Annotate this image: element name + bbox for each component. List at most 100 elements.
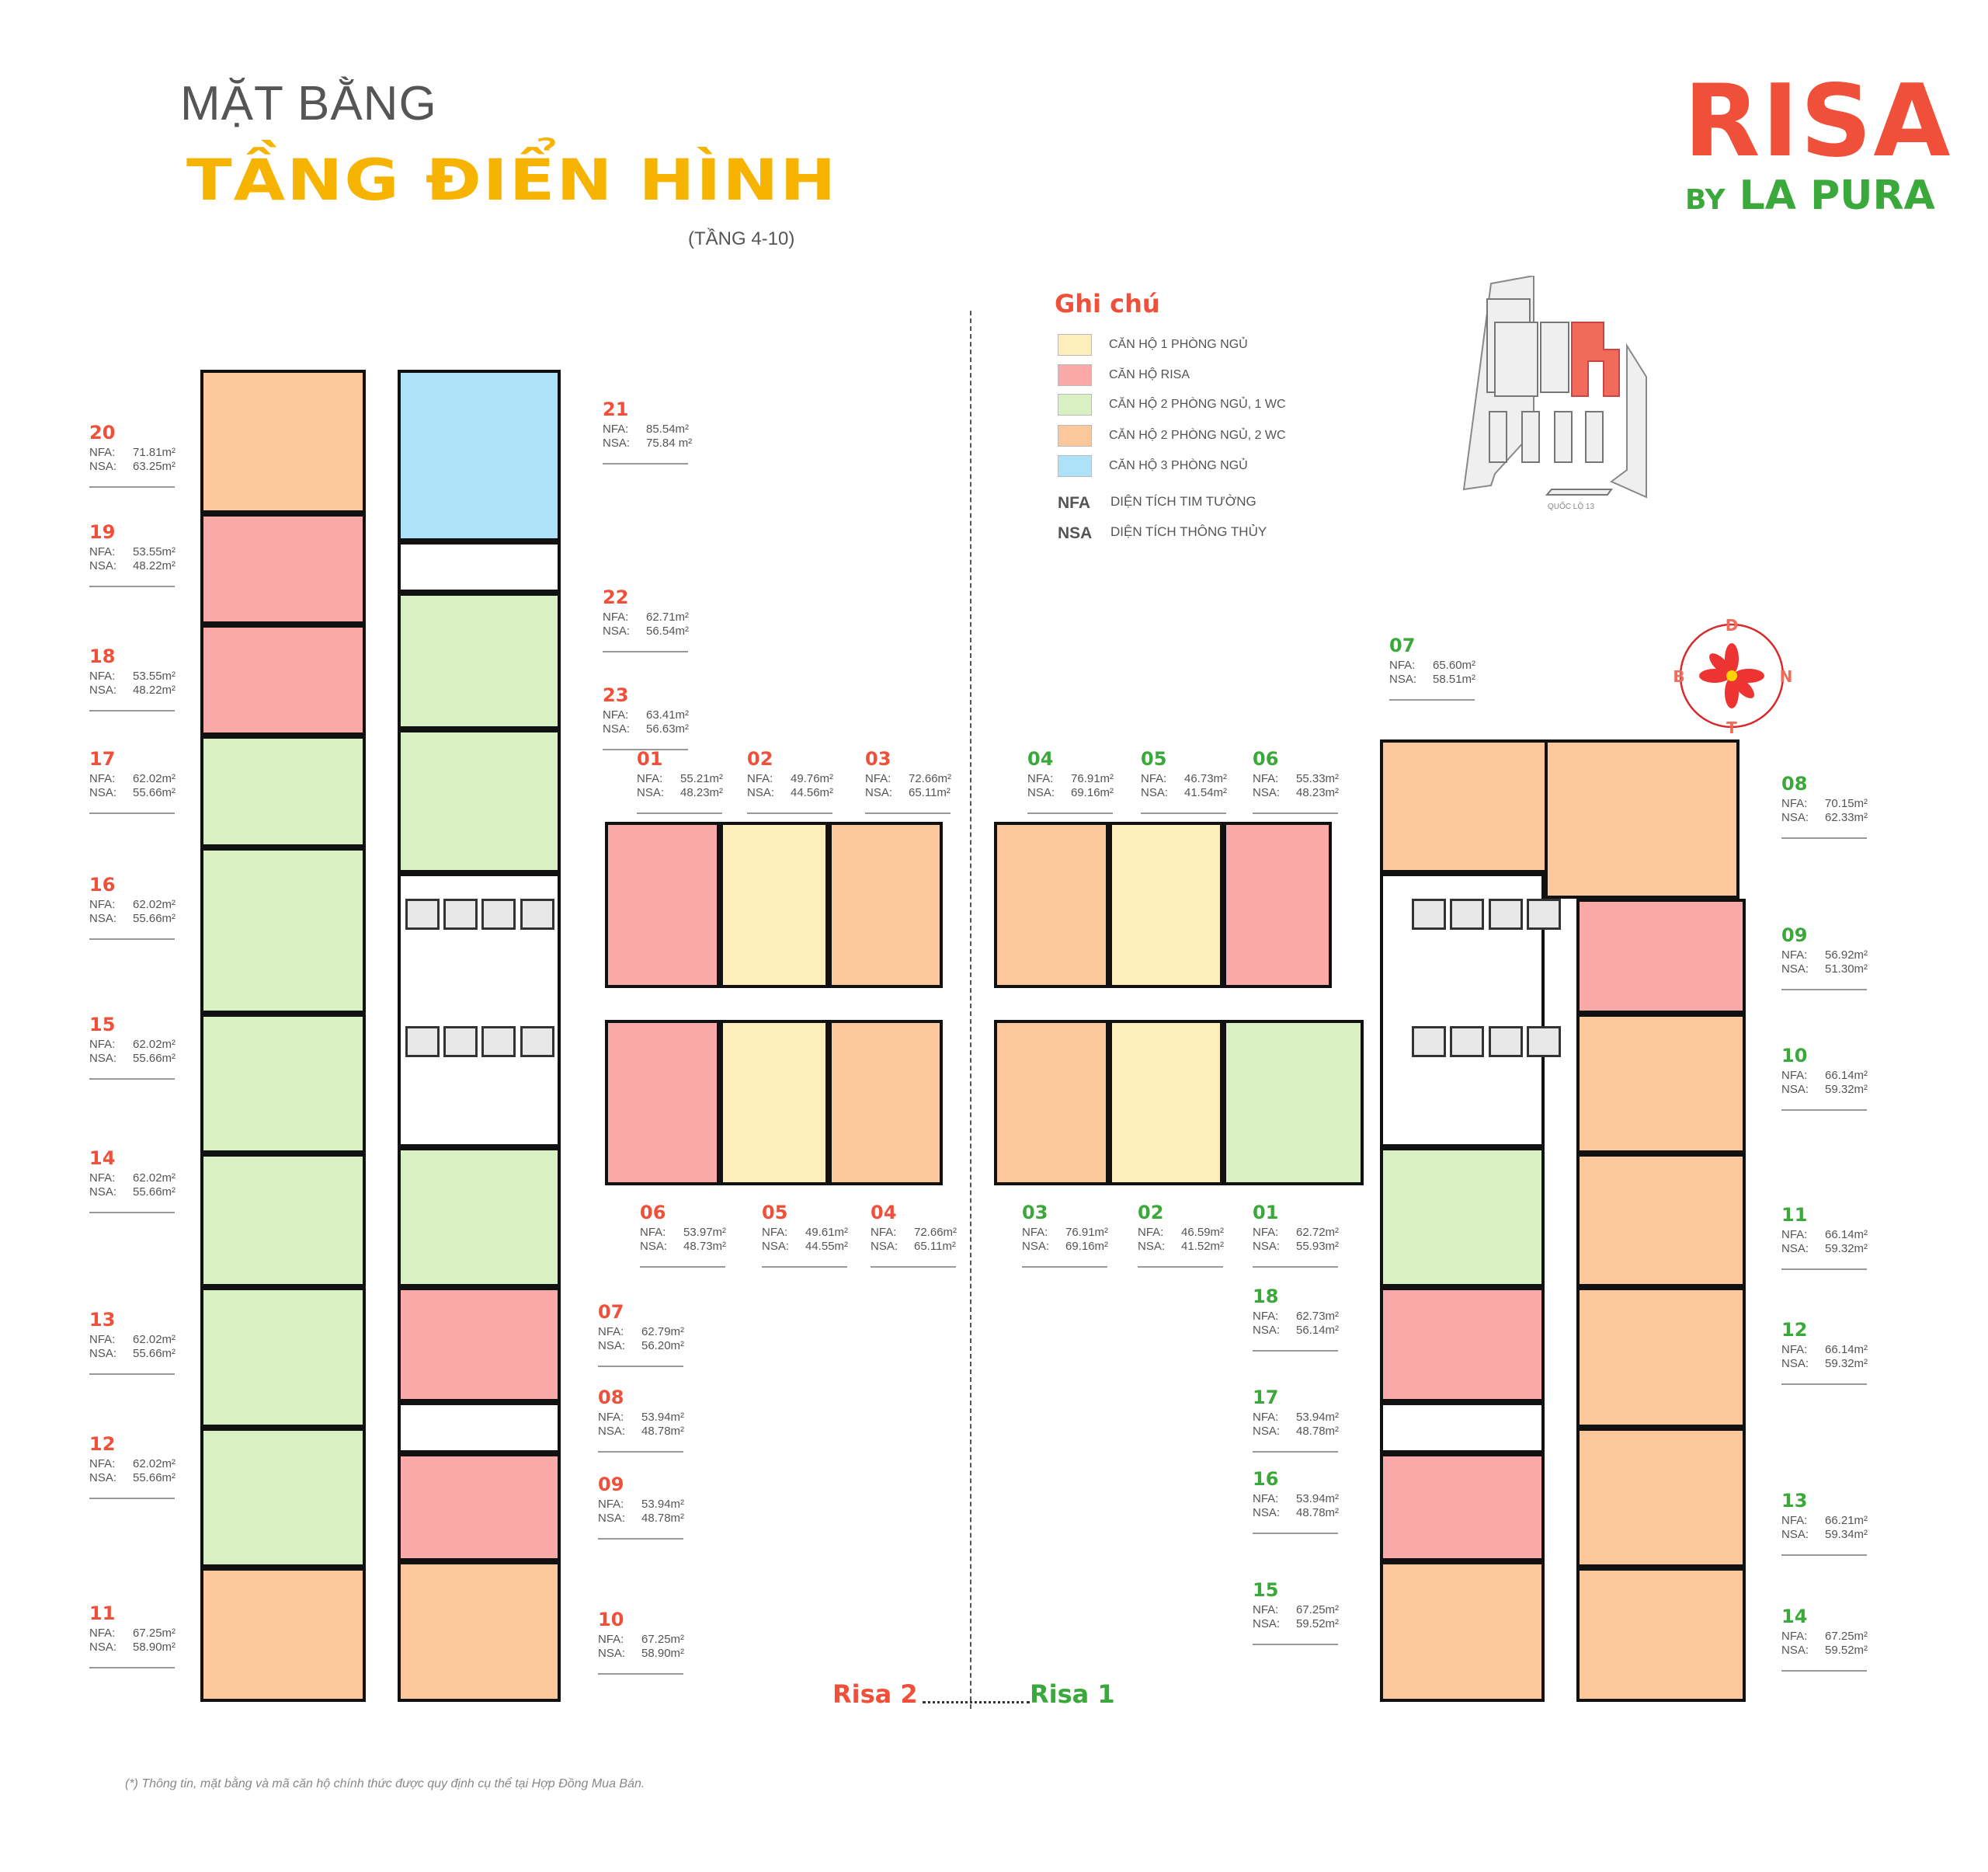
- nsa-row: NSA:69.16m²: [1022, 1240, 1108, 1254]
- elevator-icon: [1526, 898, 1561, 930]
- unit-code: 22: [603, 586, 629, 608]
- unit-code: 18: [89, 645, 116, 667]
- building-divider: [970, 311, 971, 1709]
- leader-line: [1253, 1644, 1338, 1645]
- nsa-value: 48.78m²: [641, 1425, 685, 1438]
- nsa-value: 48.78m²: [641, 1512, 685, 1525]
- nsa-label: NSA:: [603, 722, 631, 736]
- nfa-row: NFA:53.94m²: [1253, 1411, 1339, 1425]
- elevator-icon: [481, 1025, 516, 1057]
- elevator-icon: [1450, 898, 1485, 930]
- elevator-icon: [405, 1025, 440, 1057]
- nfa-row: NFA:72.66m²: [865, 772, 951, 786]
- unit-r1-12: [1576, 1287, 1746, 1428]
- nfa-value: 65.60m²: [1433, 659, 1476, 672]
- nfa-value: 71.81m²: [133, 446, 176, 459]
- unit-r2-22: [397, 593, 561, 729]
- unit-r1-02: [1108, 1019, 1224, 1186]
- unit-r2-03: [828, 822, 944, 988]
- nfa-row: NFA:62.02m²: [89, 1333, 176, 1347]
- elevator-icon: [1412, 1025, 1447, 1057]
- nsa-value: 55.66m²: [133, 912, 176, 925]
- nsa-row: NSA:59.52m²: [1781, 1644, 1868, 1658]
- unit-r2-15: [200, 1013, 366, 1154]
- nsa-value: 55.66m²: [133, 1185, 176, 1199]
- legend-item: CĂN HỘ 1 PHÒNG NGỦ: [1058, 334, 1248, 356]
- nsa-value: 55.66m²: [133, 1052, 176, 1065]
- nsa-value: 56.54m²: [646, 625, 690, 638]
- legend-label: CĂN HỘ 2 PHÒNG NGỦ, 2 WC: [1109, 429, 1286, 442]
- nfa-value: 62.02m²: [133, 1038, 176, 1051]
- unit-code: 05: [1141, 748, 1167, 770]
- nfa-label: NFA:: [1253, 1310, 1279, 1323]
- unit-code: 12: [89, 1433, 116, 1455]
- nfa-row: NFA:76.91m²: [1022, 1226, 1108, 1240]
- nfa-value: 53.94m²: [641, 1498, 685, 1511]
- unit-code: 14: [1781, 1606, 1808, 1627]
- leader-line: [89, 586, 175, 587]
- nfa-label: NFA:: [89, 1038, 116, 1051]
- leader-line: [640, 1266, 725, 1268]
- nfa-value: 53.55m²: [133, 545, 176, 558]
- nfa-value: 66.14m²: [1825, 1228, 1868, 1241]
- nsa-abbr: NSA: [1058, 524, 1093, 542]
- nfa-row: NFA:62.02m²: [89, 1457, 176, 1471]
- legend-swatch: [1058, 394, 1092, 416]
- nfa-label: NFA:: [762, 1226, 788, 1239]
- nsa-label: NSA:: [1138, 1240, 1166, 1253]
- nsa-row: NSA:56.54m²: [603, 625, 689, 638]
- leader-line: [1138, 1266, 1223, 1268]
- nsa-value: 65.11m²: [909, 786, 951, 799]
- nfa-label: NFA:: [89, 670, 116, 683]
- nfa-value: 62.02m²: [133, 1171, 176, 1185]
- nfa-label: NFA:: [598, 1498, 624, 1511]
- unit-code: 09: [598, 1474, 624, 1495]
- nfa-row: NFA:49.76m²: [747, 772, 833, 786]
- road-label: QUỐC LỘ 13: [1548, 500, 1594, 511]
- leader-line: [603, 749, 688, 750]
- elevator-icon: [520, 898, 554, 930]
- leader-line: [1253, 812, 1338, 814]
